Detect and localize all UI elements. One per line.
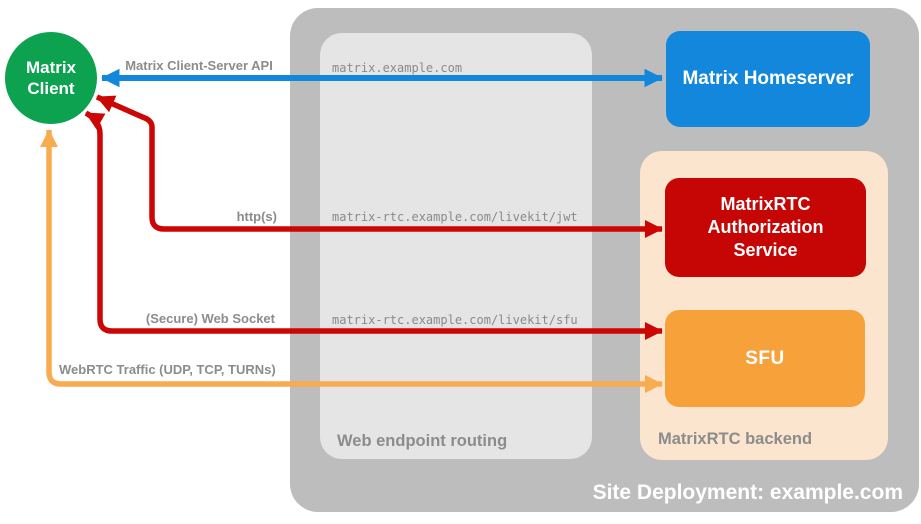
matrixrtc-backend-label: MatrixRTC backend	[658, 430, 813, 448]
matrixrtc-authorization-service-node: MatrixRTC Authorization Service	[665, 178, 866, 277]
client-server-api-label: Matrix Client-Server API	[125, 58, 273, 73]
endpoint-livekit-jwt: matrix-rtc.example.com/livekit/jwt	[332, 210, 578, 224]
webrtc-traffic-label: WebRTC Traffic (UDP, TCP, TURNs)	[59, 362, 276, 377]
matrix-homeserver-node: Matrix Homeserver	[666, 31, 870, 127]
sfu-label: SFU	[745, 347, 785, 369]
websocket-label: (Secure) Web Socket	[145, 311, 275, 326]
web-endpoint-routing-container	[320, 33, 592, 459]
matrix-homeserver-label: Matrix Homeserver	[682, 68, 854, 89]
endpoint-livekit-sfu: matrix-rtc.example.com/livekit/sfu	[332, 313, 578, 327]
matrixrtc-authorization-service-label: MatrixRTC Authorization Service	[707, 193, 824, 261]
endpoint-matrix-domain: matrix.example.com	[332, 61, 463, 75]
https-label: http(s)	[236, 209, 277, 224]
matrix-client-node: Matrix Client	[5, 32, 97, 124]
matrix-client-label: Matrix Client	[25, 57, 77, 98]
web-endpoint-routing-label: Web endpoint routing	[337, 432, 508, 450]
sfu-node: SFU	[665, 310, 865, 407]
site-deployment-label: Site Deployment: example.com	[592, 481, 903, 504]
